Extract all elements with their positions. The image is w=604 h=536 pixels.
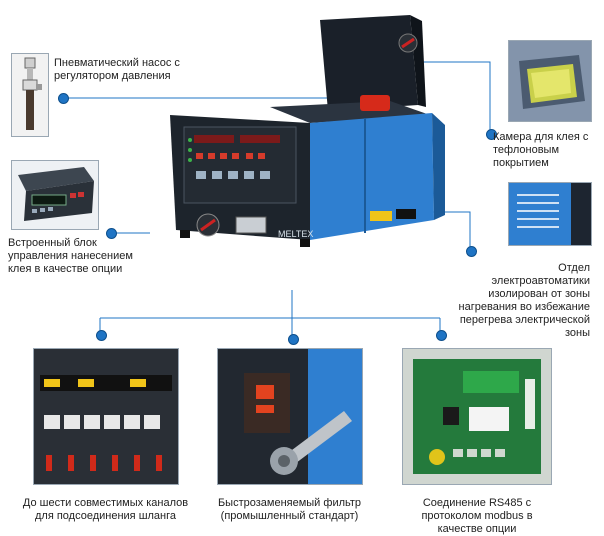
rs485-caption: Соединение RS485 с протоколом modbus в к… [421, 497, 533, 535]
channels-caption: До шести совместимых каналов для подсоед… [22, 497, 189, 522]
pump-callout-dot [58, 93, 69, 104]
channels-image [33, 348, 179, 485]
pump-image [11, 53, 49, 137]
control-callout-dot [106, 228, 117, 239]
chamber-caption: Камера для клея с тефлоновым покрытием [493, 131, 589, 169]
hot-melt-machine-image: MELTEX [160, 15, 445, 255]
filter-image [217, 348, 363, 485]
control-unit-caption: Встроенный блок управления нанесением кл… [8, 237, 133, 275]
chamber-callout-dot [486, 129, 497, 140]
pump-caption: Пневматический насос с регулятором давле… [54, 57, 180, 82]
machine-brand-text: MELTEX [278, 229, 313, 239]
glue-chamber-image [508, 40, 592, 122]
filter-callout-dot [288, 334, 299, 345]
channels-callout-dot [96, 330, 107, 341]
electro-compartment-image [508, 182, 592, 246]
rs485-board-image [402, 348, 552, 485]
electro-callout-dot [466, 246, 477, 257]
electro-caption: Отдел электроавтоматики изолирован от зо… [458, 262, 590, 339]
chamber-line [415, 61, 491, 132]
rs485-callout-dot [436, 330, 447, 341]
filter-caption: Быстрозаменяемый фильтр (промышленный ст… [217, 497, 362, 522]
control-unit-image [11, 160, 99, 230]
